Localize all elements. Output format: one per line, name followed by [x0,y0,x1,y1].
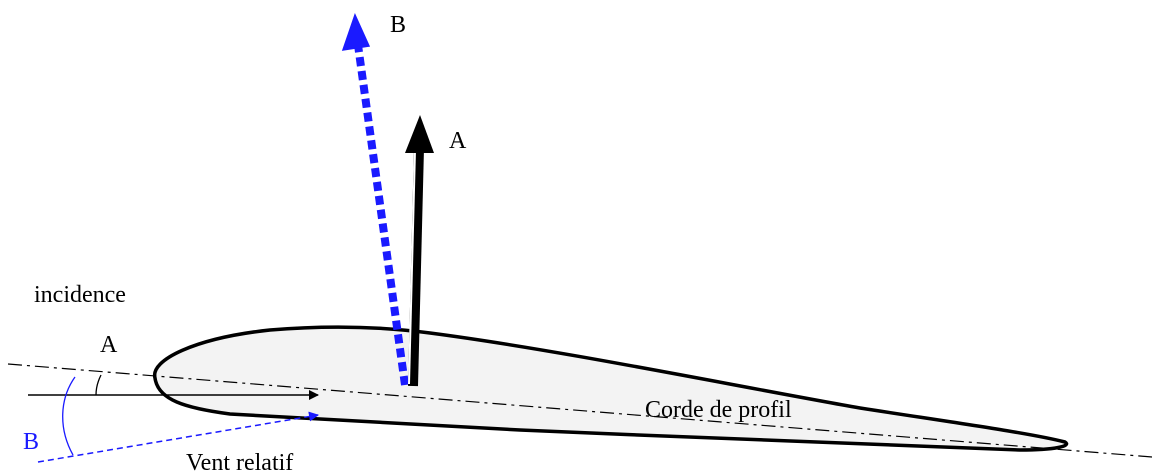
lift-vector-a-outline [408,147,424,387]
label-incidence: incidence [34,282,126,308]
label-relative-wind: Vent relatif [186,450,293,472]
airfoil-profile [152,325,1069,452]
lift-vector-a-head [405,115,434,153]
label-angle-b: B [23,429,39,455]
lift-vector-b [354,44,409,386]
label-lift-b: B [390,12,406,38]
relative-wind-arrow-b [37,411,319,463]
label-angle-a: A [100,332,118,358]
lift-vector-b-head [341,12,371,51]
label-lift-a: A [449,128,467,154]
lift-vector-a-inner [408,149,416,385]
label-chord: Corde de profil [645,397,792,423]
chord-line [7,363,1152,458]
incidence-arc-a [95,374,102,396]
incidence-arc-b [62,376,76,456]
